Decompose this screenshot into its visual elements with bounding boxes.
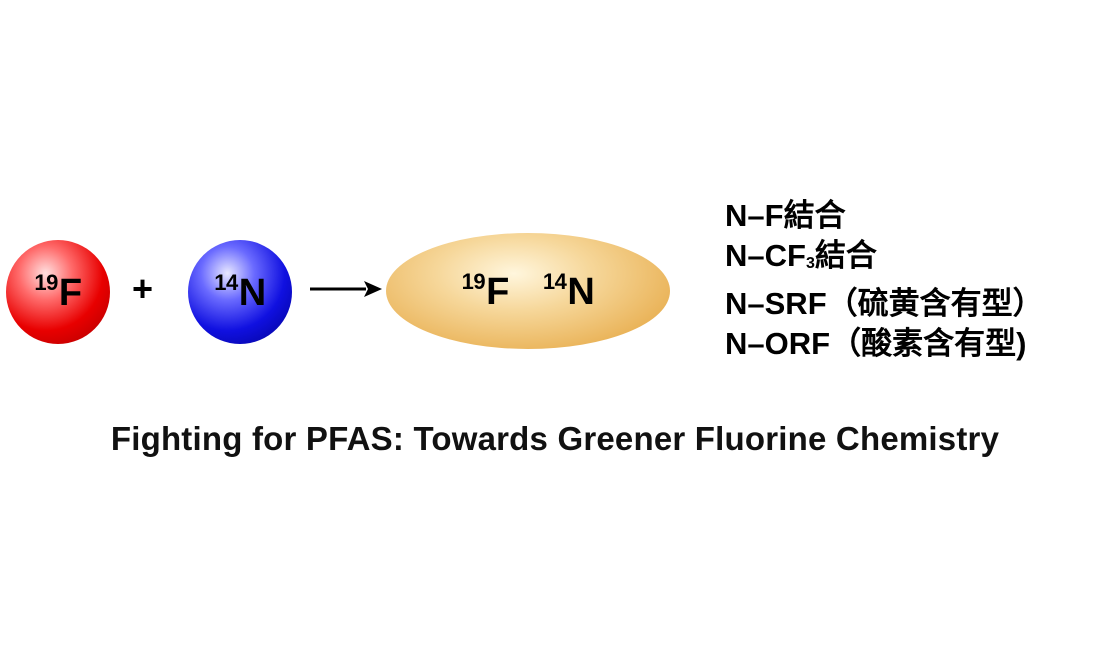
fluorine-atom-label: 19F bbox=[34, 269, 82, 315]
bond-type-ncf3-subscript: 3 bbox=[805, 255, 815, 272]
bond-type-ncf3-prefix: N–CF bbox=[725, 238, 806, 273]
bond-type-nf: N–F結合 bbox=[725, 198, 846, 233]
bond-type-norf: N–ORF（酸素含有型) bbox=[725, 326, 1027, 361]
nitrogen-symbol: N bbox=[238, 271, 266, 314]
product-nitrogen-symbol: N bbox=[567, 270, 595, 313]
nitrogen-atom-label: 14N bbox=[214, 269, 266, 315]
bond-type-ncf3-suffix: 結合 bbox=[814, 238, 877, 273]
plus-sign: + bbox=[132, 268, 154, 309]
product-nitrogen-label: 14N bbox=[542, 268, 595, 314]
fluorine-atom-sphere: 19F bbox=[6, 240, 110, 344]
fluorine-symbol: F bbox=[58, 271, 82, 314]
bond-type-ncf3: N–CF3結合 bbox=[725, 236, 1044, 284]
product-nitrogen-mass: 14 bbox=[542, 268, 567, 294]
product-fluorine-mass: 19 bbox=[461, 268, 486, 294]
product-fluorine-symbol: F bbox=[486, 270, 509, 313]
nitrogen-atom-sphere: 14N bbox=[188, 240, 292, 344]
caption-title: Fighting for PFAS: Towards Greener Fluor… bbox=[110, 420, 1000, 457]
bond-type-list: N–F結合 N–CF3結合 N–SRF（硫黄含有型） N–ORF（酸素含有型) bbox=[725, 196, 1044, 364]
product-ellipse: 19F 14N bbox=[386, 233, 670, 349]
product-fluorine-label: 19F bbox=[461, 268, 510, 314]
fluorine-mass-number: 19 bbox=[34, 269, 58, 295]
reaction-arrow-icon bbox=[310, 281, 382, 297]
bond-type-nsrf: N–SRF（硫黄含有型） bbox=[725, 286, 1044, 321]
nitrogen-mass-number: 14 bbox=[214, 269, 238, 295]
